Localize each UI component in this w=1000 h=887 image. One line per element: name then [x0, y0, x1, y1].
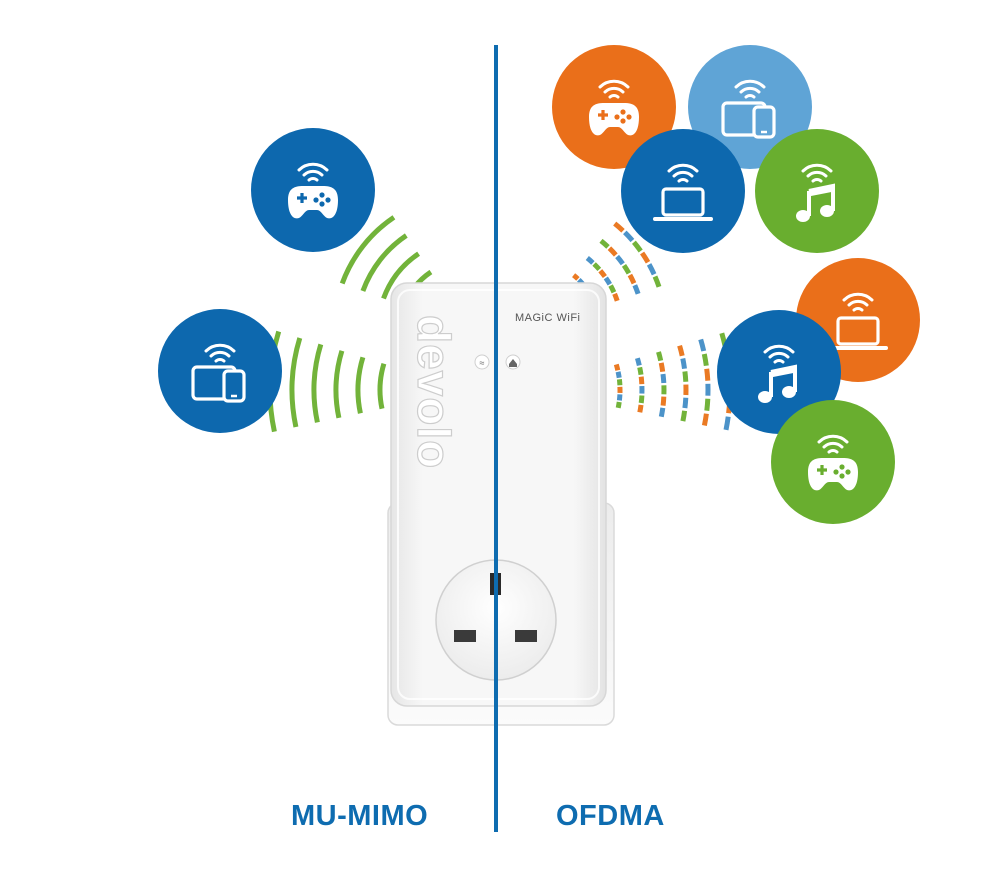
signal-arc-segment [612, 292, 620, 302]
signal-arc-segment [660, 396, 667, 406]
svg-text:≈: ≈ [480, 358, 485, 368]
signal-arc-segment [632, 284, 641, 295]
signal-arc-segment [607, 246, 618, 257]
signal-arc-segment [592, 262, 602, 272]
signal-arc-segment [658, 407, 666, 418]
signal-arc [339, 215, 396, 285]
devolo-logo: devolo [407, 314, 460, 469]
signal-arc-segment [680, 358, 687, 370]
ofdma-label: OFDMA [556, 800, 665, 832]
signal-arc-segment [646, 263, 657, 276]
signal-arc [355, 356, 366, 414]
signal-arc-segment [615, 254, 625, 266]
signal-arc-segment [677, 344, 685, 357]
signal-arc-segment [598, 269, 607, 279]
signal-arc-segment [704, 368, 711, 381]
ofdma-device-gamepad [552, 45, 676, 169]
signal-arc-segment [682, 371, 689, 382]
ofdma-beam-lower [613, 332, 733, 431]
signal-arc-segment [656, 351, 664, 362]
signal-arc-segment [635, 357, 642, 366]
signal-arc-segment [637, 366, 644, 376]
signal-arc-segment [637, 404, 644, 413]
signal-arc-segment [608, 284, 617, 294]
ofdma-device-music [755, 129, 879, 253]
signal-arc-segment [621, 263, 632, 275]
signal-arc-segment [616, 394, 623, 401]
signal-arc-segment [701, 353, 709, 367]
devolo-device: ≈ [387, 282, 615, 726]
signal-arc [289, 337, 303, 428]
signal-arc-segment [652, 275, 662, 288]
mu-mimo-device-gamepad [251, 128, 375, 252]
device-circle [621, 129, 745, 253]
signal-arc-segment [615, 371, 622, 379]
signal-arc-segment [613, 363, 621, 371]
signal-arc-segment [603, 276, 612, 286]
signal-arc-segment [660, 373, 667, 384]
signal-arc-segment [704, 398, 711, 411]
signal-arc [333, 350, 345, 419]
ofdma-device-music-2 [717, 310, 841, 434]
signal-arc-segment [658, 362, 666, 373]
signal-arc [360, 233, 408, 292]
mu-mimo-device-tablet [158, 309, 282, 433]
signal-arc-segment [585, 256, 595, 265]
device-circle [688, 45, 812, 169]
mu-mimo-label: MU-MIMO [291, 800, 429, 832]
signal-arc-segment [638, 395, 645, 404]
signal-arc-segment [613, 221, 625, 233]
signal-arc-segment [615, 401, 622, 409]
signal-arc-segment [701, 413, 709, 427]
signal-arc-segment [638, 376, 645, 385]
signal-arc-segment [599, 238, 610, 249]
signal-arc [381, 251, 421, 300]
signal-arc-segment [682, 397, 689, 409]
signal-arc-segment [623, 230, 635, 243]
ofdma-device-tablet [688, 45, 812, 169]
device-circles [158, 45, 920, 524]
signal-arc-segment [640, 251, 651, 264]
signal-arc-segment [723, 416, 731, 431]
magic-wifi-brand: MAGiC WiFi [515, 312, 581, 324]
signal-arc [311, 343, 324, 423]
signal-arc-segment [631, 240, 643, 253]
signal-arc-segment [616, 379, 623, 386]
signal-arc-segment [572, 273, 580, 281]
mu-mimo-beam-lower [267, 330, 387, 433]
logo-text: devolo [408, 315, 460, 469]
device-circle [158, 309, 282, 433]
signal-arc-segment [627, 273, 637, 285]
ofdma-device-gamepad-2 [771, 400, 895, 524]
signal-arc [377, 362, 387, 410]
signal-arc-segment [680, 410, 688, 422]
signal-arc-segment [698, 338, 707, 352]
mu-mimo-signal-waves [267, 215, 433, 433]
ofdma-device-laptop [621, 129, 745, 253]
